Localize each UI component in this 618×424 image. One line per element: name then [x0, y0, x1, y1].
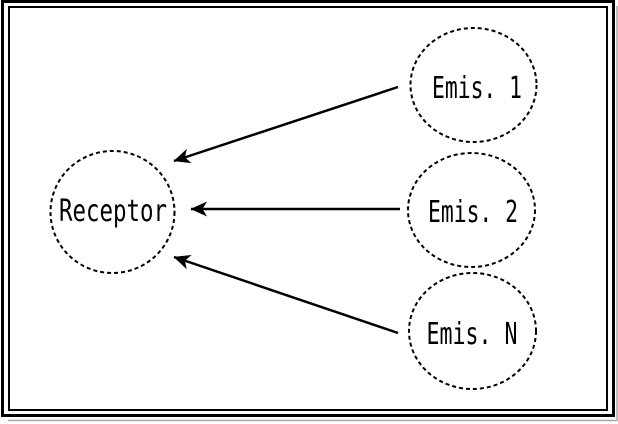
edge-emisN-to-receptor	[173, 255, 399, 335]
inner-frame-border	[8, 6, 608, 411]
receptor-node	[49, 150, 176, 274]
emis1-label: Emis. 1	[432, 71, 522, 106]
emisN-label: Emis. N	[427, 317, 518, 352]
emisN-node	[408, 272, 537, 390]
edge-emis1-to-receptor	[173, 85, 399, 164]
frame-shadow	[8, 6, 618, 422]
emis2-label: Emis. 2	[428, 195, 518, 230]
emis1-node	[409, 27, 538, 143]
receptor-label: Receptor	[59, 194, 167, 229]
outer-frame-border	[1, 0, 615, 417]
emis2-node	[407, 152, 536, 268]
